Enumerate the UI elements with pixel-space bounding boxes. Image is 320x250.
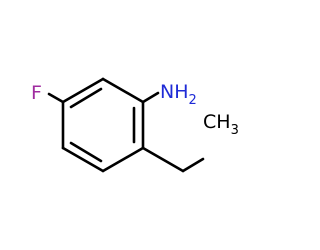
amine-label: NH2 xyxy=(160,81,197,108)
bond-ring-to-fluorine xyxy=(47,92,65,104)
amine-symbol: NH xyxy=(160,81,189,103)
bond-ring-to-ethyl xyxy=(141,146,185,173)
bond-ring-to-amine xyxy=(141,91,160,104)
methyl-label: CH3 xyxy=(203,111,239,138)
ring-double-bond-top xyxy=(69,87,103,109)
fluorine-label: F xyxy=(31,82,42,104)
ring-bond-3 xyxy=(101,146,145,173)
methyl-symbol: CH xyxy=(203,111,231,133)
ring-double-bond-bottom xyxy=(69,141,103,163)
ring-bond-6 xyxy=(61,77,105,104)
ring-bond-1 xyxy=(101,77,145,104)
methyl-subscript: 3 xyxy=(231,123,239,138)
amine-subscript: 2 xyxy=(189,93,197,108)
bond-ethyl-to-methyl xyxy=(181,157,205,173)
ring-bond-4 xyxy=(61,146,105,173)
benzene-ring xyxy=(61,77,145,173)
structure-diagram: F NH2 CH3 xyxy=(31,77,239,173)
